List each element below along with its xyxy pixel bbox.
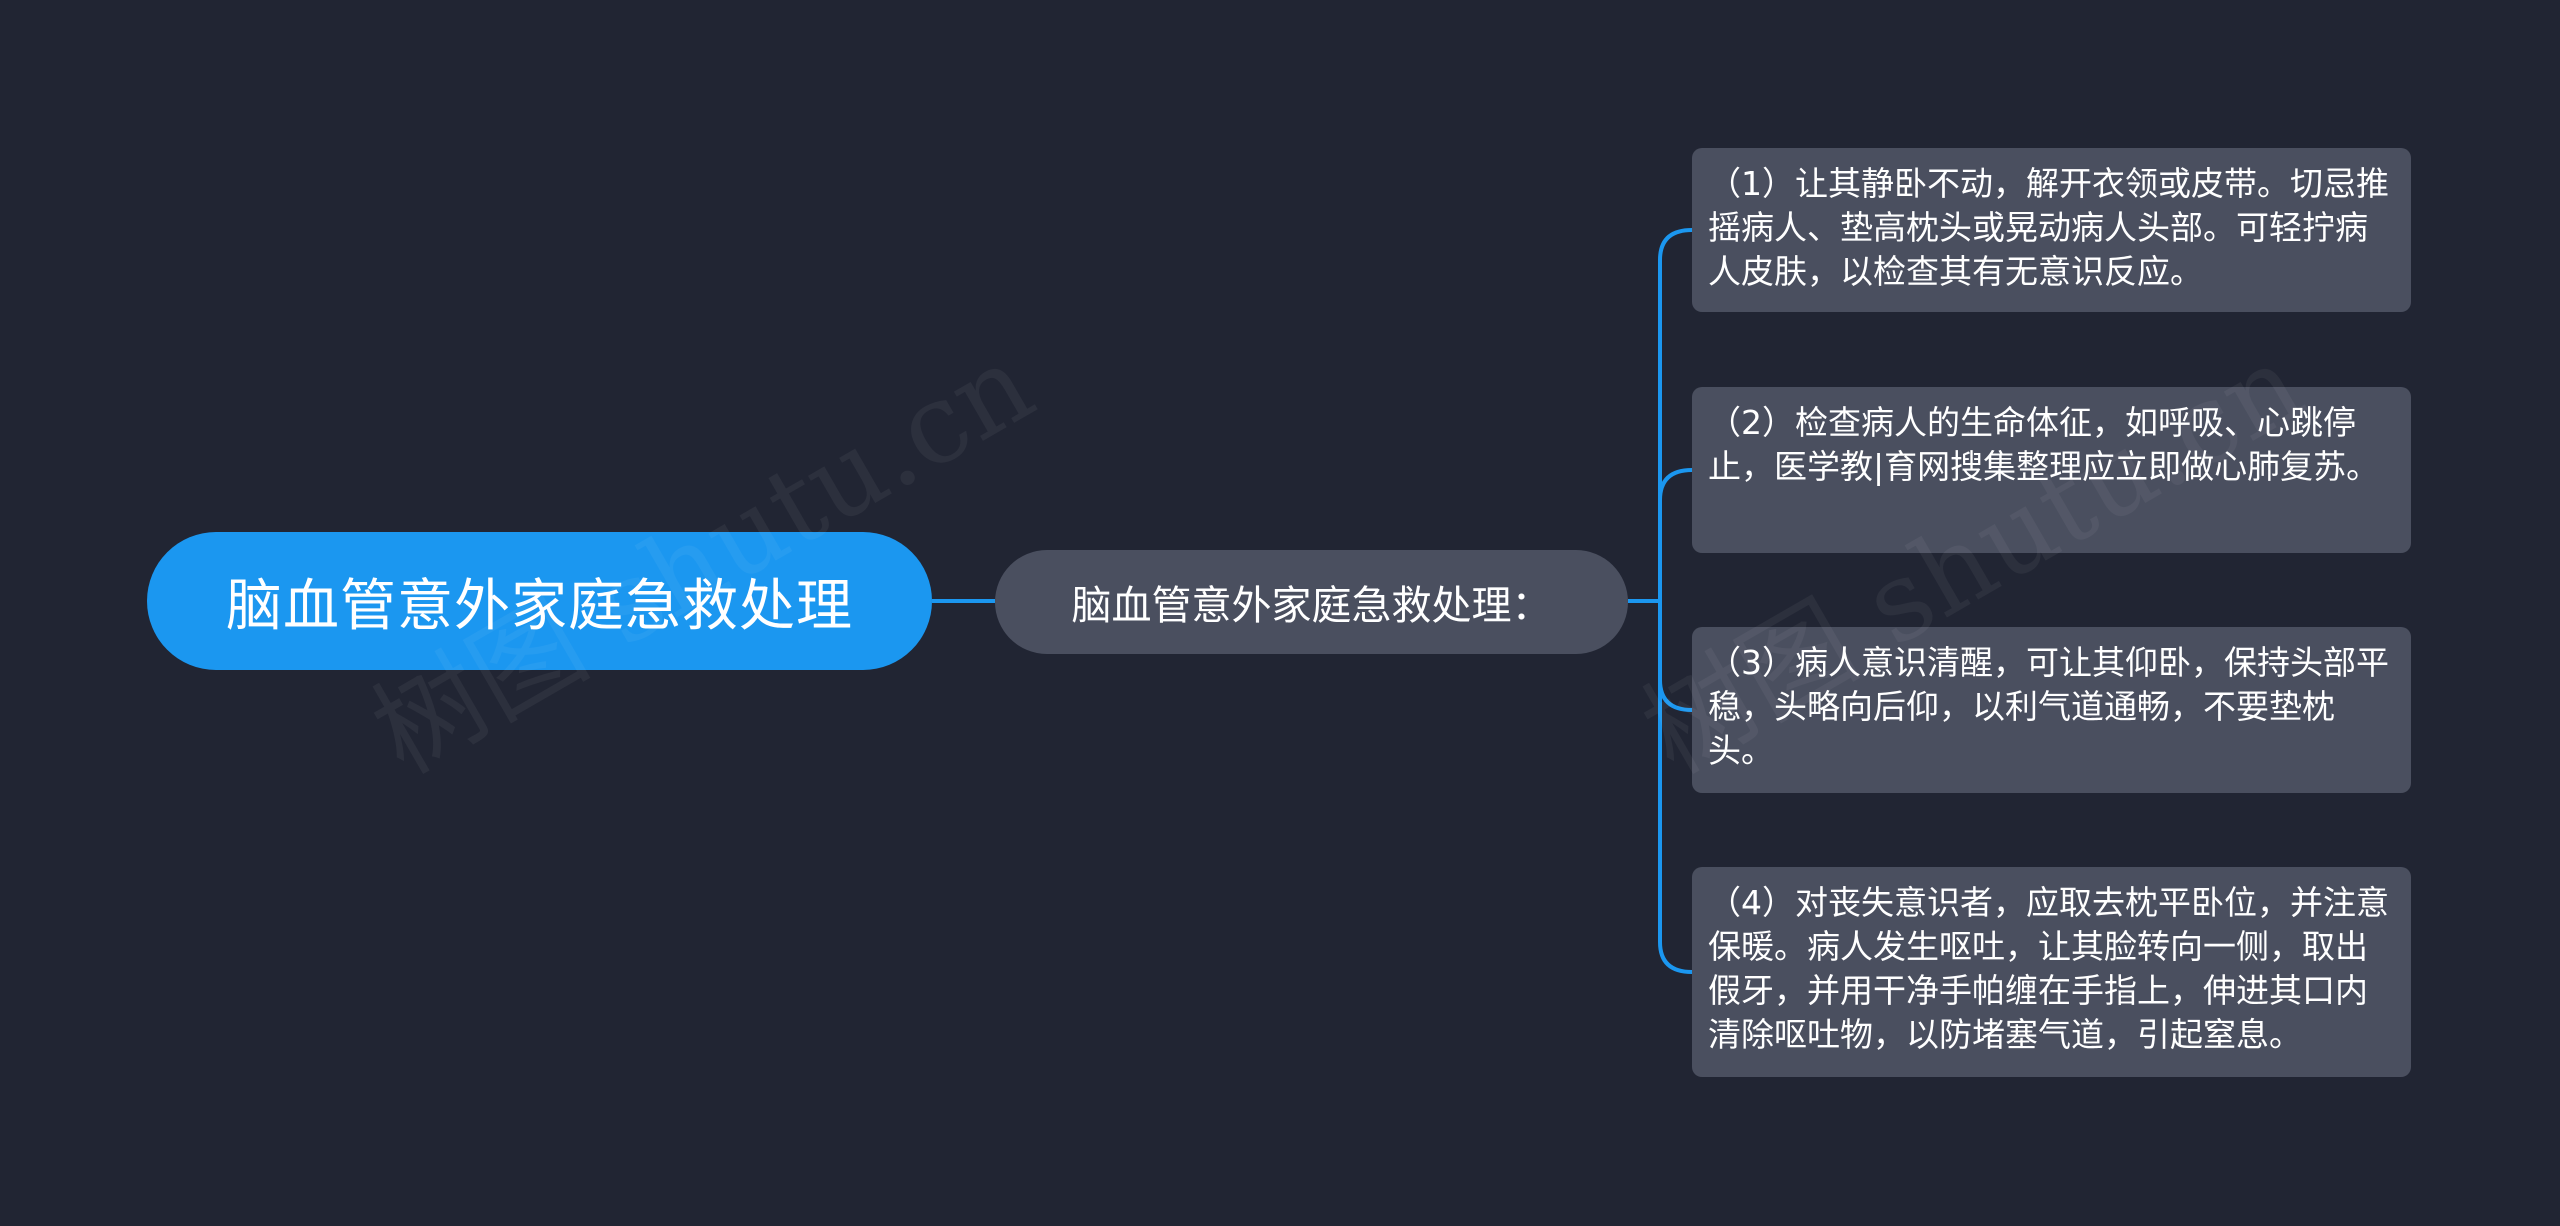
root-topic-node[interactable]: 脑血管意外家庭急救处理: [147, 532, 932, 670]
branch-to-leaf-2-connector: [1658, 468, 1693, 601]
branch-to-leaf-4-connector: [1658, 601, 1693, 974]
leaf-topic-text: （4）对丧失意识者，应取去枕平卧位，并注意保暖。病人发生呕吐，让其脸转向一侧，取…: [1708, 883, 2389, 1054]
branch-to-leaf-3-connector: [1658, 601, 1693, 712]
root-topic-label: 脑血管意外家庭急救处理: [226, 573, 853, 639]
leaf-topic-node-1[interactable]: （1）让其静卧不动，解开衣领或皮带。切忌推摇病人、垫高枕头或晃动病人头部。可轻拧…: [1692, 148, 2411, 312]
leaf-topic-node-2[interactable]: （2）检查病人的生命体征，如呼吸、心跳停止，医学教|育网搜集整理应立即做心肺复苏…: [1692, 387, 2411, 553]
branch-to-leaf-1-connector: [1658, 228, 1693, 601]
branch-topic-label: 脑血管意外家庭急救处理：: [1071, 583, 1552, 629]
leaf-topic-text: （1）让其静卧不动，解开衣领或皮带。切忌推摇病人、垫高枕头或晃动病人头部。可轻拧…: [1708, 164, 2389, 291]
leaf-topic-node-3[interactable]: （3）病人意识清醒，可让其仰卧，保持头部平稳，头略向后仰，以利气道通畅，不要垫枕…: [1692, 627, 2411, 793]
leaf-topic-text: （3）病人意识清醒，可让其仰卧，保持头部平稳，头略向后仰，以利气道通畅，不要垫枕…: [1708, 643, 2389, 770]
branch-topic-node[interactable]: 脑血管意外家庭急救处理：: [995, 550, 1628, 654]
leaf-topic-node-4[interactable]: （4）对丧失意识者，应取去枕平卧位，并注意保暖。病人发生呕吐，让其脸转向一侧，取…: [1692, 867, 2411, 1077]
leaf-topic-text: （2）检查病人的生命体征，如呼吸、心跳停止，医学教|育网搜集整理应立即做心肺复苏…: [1708, 403, 2380, 486]
